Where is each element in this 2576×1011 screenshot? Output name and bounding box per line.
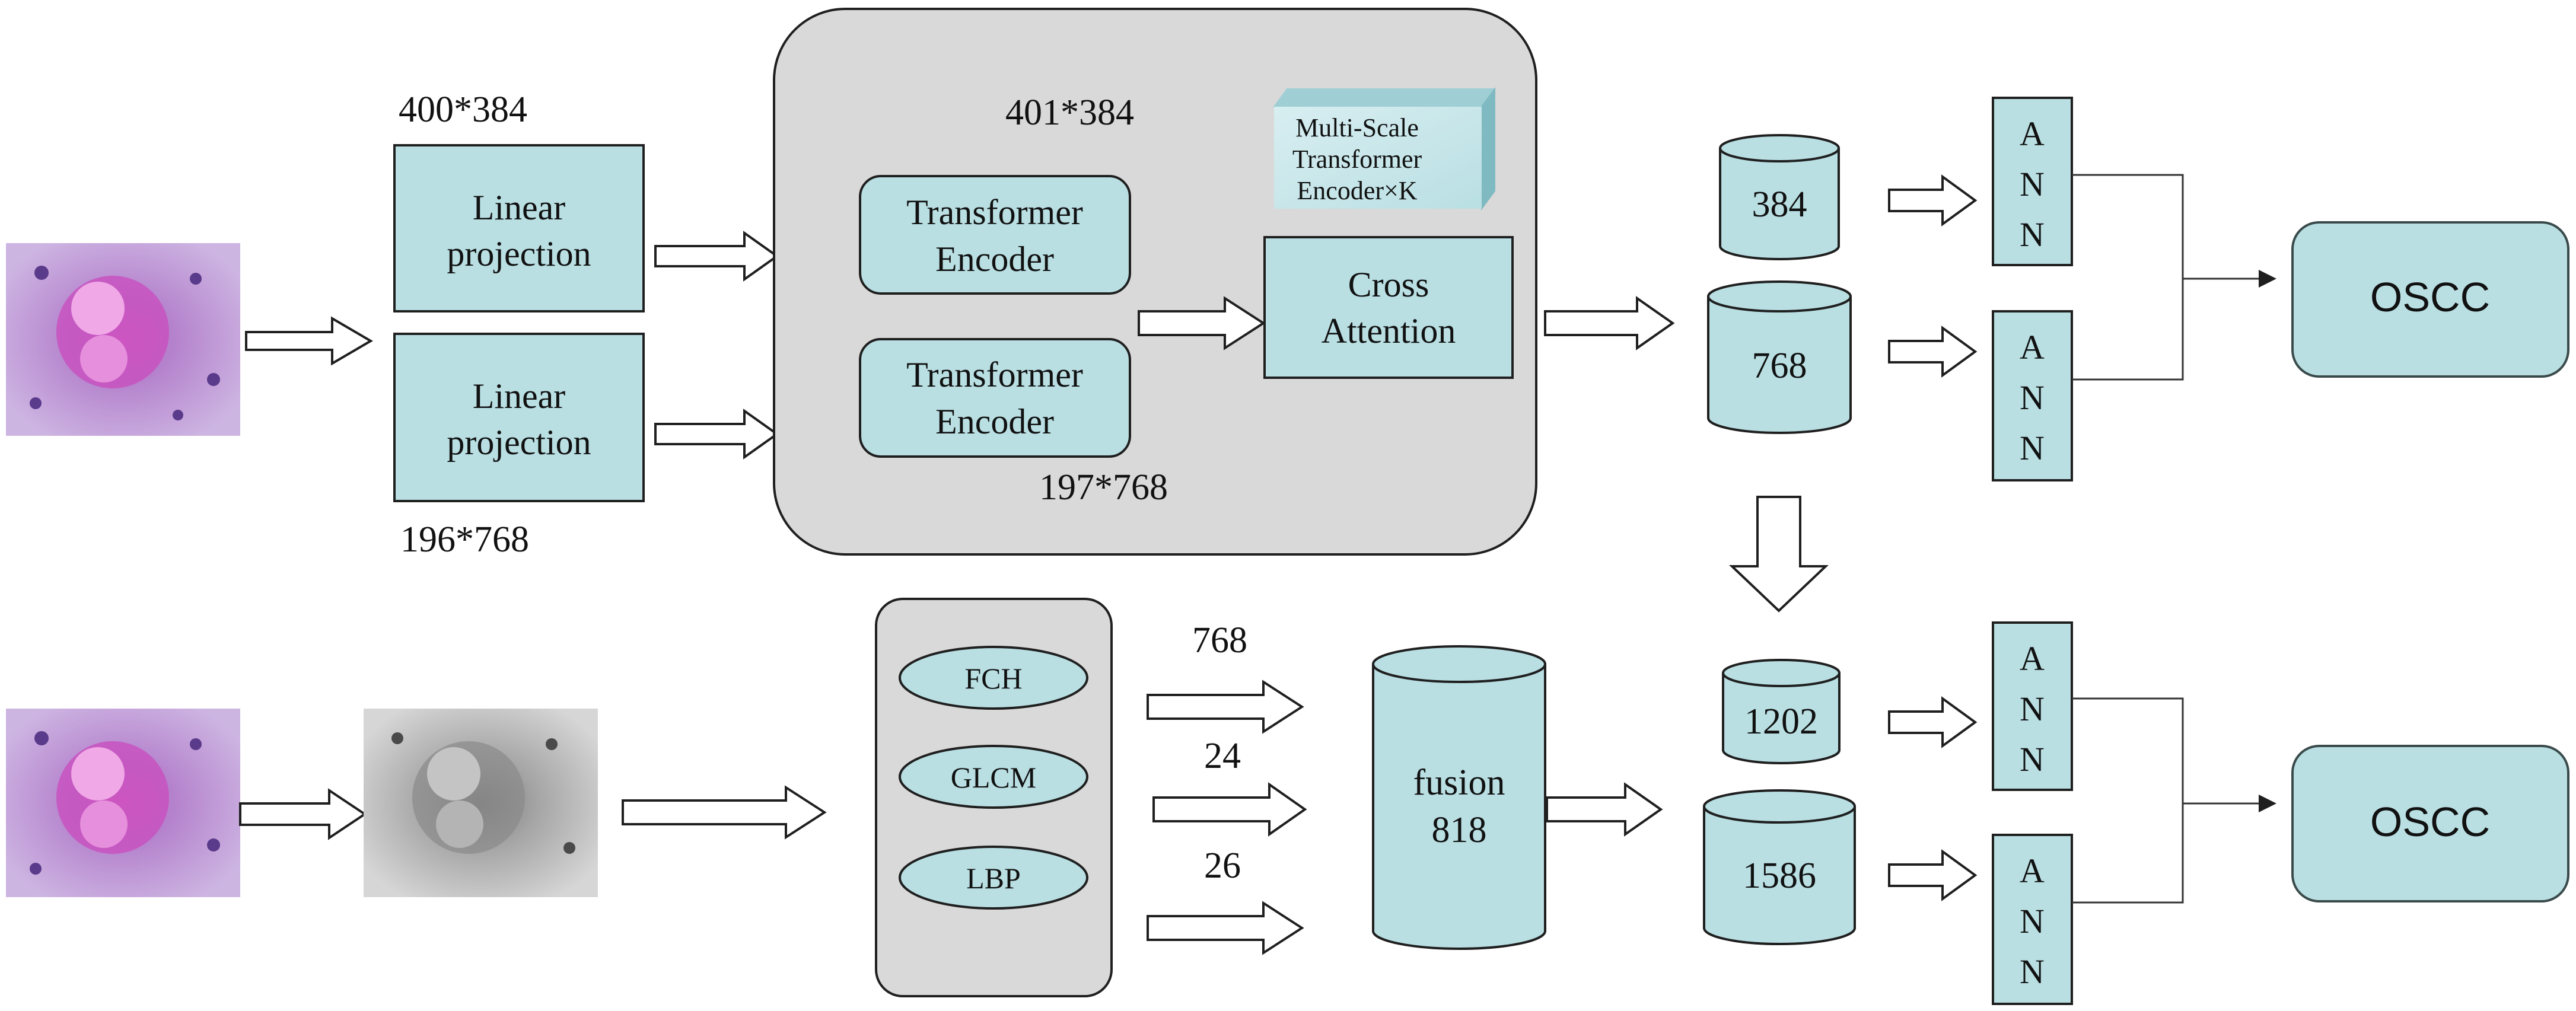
arrow-panel-to-features xyxy=(1544,296,1675,350)
cylinder-1586: 1586 xyxy=(1703,789,1856,945)
dim-label-fch: 768 xyxy=(1192,620,1247,661)
dim-label-lbp: 26 xyxy=(1204,846,1241,886)
dim-label-encoder-top: 401*384 xyxy=(1005,93,1134,133)
svg-text:Multi-Scale: Multi-Scale xyxy=(1295,113,1419,142)
cylinder-1202: 1202 xyxy=(1722,659,1841,764)
svg-text:1202: 1202 xyxy=(1744,701,1818,742)
svg-text:LBP: LBP xyxy=(966,862,1021,895)
dim-label-encoder-bottom: 197*768 xyxy=(1039,467,1168,508)
ann-merge-connector-top xyxy=(2072,174,2276,381)
svg-text:A: A xyxy=(2020,639,2045,678)
svg-text:Linear: Linear xyxy=(473,377,566,416)
svg-text:FCH: FCH xyxy=(964,662,1022,695)
ann-block-3: A N N xyxy=(1992,621,2073,791)
arrow-grayscale-to-features xyxy=(622,785,827,840)
svg-text:Attention: Attention xyxy=(1322,311,1456,350)
ann-block-2: A N N xyxy=(1992,310,2073,481)
transformer-encoder-bottom: Transformer Encoder xyxy=(859,338,1131,458)
svg-text:818: 818 xyxy=(1432,810,1487,850)
svg-text:768: 768 xyxy=(1752,346,1807,386)
feature-glcm: GLCM xyxy=(899,745,1088,809)
feature-fch: FCH xyxy=(899,646,1088,710)
he-image-top xyxy=(6,243,240,436)
linear-projection-bottom: Linear projection xyxy=(393,333,645,502)
svg-text:A: A xyxy=(2020,114,2045,153)
svg-text:N: N xyxy=(2020,165,2045,203)
arrow-linear-top-to-encoder xyxy=(654,231,779,282)
svg-text:N: N xyxy=(2020,215,2045,254)
svg-text:1586: 1586 xyxy=(1743,856,1816,896)
svg-text:Encoder: Encoder xyxy=(935,240,1054,279)
svg-text:fusion: fusion xyxy=(1413,763,1505,803)
arrow-down-to-concatenation xyxy=(1728,496,1829,613)
svg-text:A: A xyxy=(2020,851,2045,890)
svg-text:Cross: Cross xyxy=(1348,265,1429,304)
he-image-bottom xyxy=(6,709,240,897)
arrow-1586-to-ann xyxy=(1888,849,1978,901)
svg-text:384: 384 xyxy=(1752,184,1807,225)
cylinder-384: 384 xyxy=(1719,134,1840,260)
arrow-fch-to-fusion xyxy=(1147,680,1304,734)
ann-block-4: A N N xyxy=(1992,834,2073,1005)
cylinder-fusion-818: fusion 818 xyxy=(1372,645,1546,950)
svg-text:Linear: Linear xyxy=(473,188,566,227)
ann-block-1: A N N xyxy=(1992,97,2073,266)
svg-text:OSCC: OSCC xyxy=(2370,274,2490,320)
arrow-glcm-to-fusion xyxy=(1152,782,1307,837)
svg-text:N: N xyxy=(2020,740,2045,779)
svg-text:projection: projection xyxy=(447,423,591,462)
svg-text:Transformer: Transformer xyxy=(906,355,1083,394)
ann-merge-connector-bottom xyxy=(2072,697,2276,904)
feature-lbp: LBP xyxy=(899,846,1088,910)
dim-label-glcm: 24 xyxy=(1204,736,1241,776)
arrow-fusion-to-concat xyxy=(1546,782,1663,837)
cross-attention-block: Cross Attention xyxy=(1263,236,1514,379)
dim-label-linear-top: 400*384 xyxy=(399,90,527,130)
svg-text:Transformer: Transformer xyxy=(1292,145,1422,174)
cylinder-768: 768 xyxy=(1707,280,1852,434)
multi-scale-transformer-encoder-box: Multi-Scale Transformer Encoder×K xyxy=(1273,87,1496,211)
svg-text:A: A xyxy=(2020,328,2045,366)
arrow-1202-to-ann xyxy=(1888,696,1978,748)
svg-text:N: N xyxy=(2020,690,2045,728)
oscc-output-top: OSCC xyxy=(2291,221,2569,378)
arrow-lbp-to-fusion xyxy=(1147,901,1304,955)
svg-text:projection: projection xyxy=(447,234,591,273)
grayscale-image xyxy=(364,709,598,897)
svg-text:N: N xyxy=(2020,902,2045,940)
oscc-output-bottom: OSCC xyxy=(2291,745,2569,902)
transformer-encoder-top: Transformer Encoder xyxy=(859,175,1131,295)
arrow-image-to-linear xyxy=(245,316,373,366)
svg-text:Encoder×K: Encoder×K xyxy=(1297,176,1417,205)
arrow-linear-bottom-to-encoder xyxy=(654,409,779,460)
svg-text:N: N xyxy=(2020,378,2045,417)
linear-projection-top: Linear projection xyxy=(393,144,645,312)
dim-label-linear-bottom: 196*768 xyxy=(400,519,529,560)
arrow-384-to-ann xyxy=(1888,174,1978,227)
arrow-768-to-ann xyxy=(1888,326,1978,378)
svg-text:GLCM: GLCM xyxy=(951,761,1036,794)
arrow-image-to-grayscale xyxy=(239,788,367,840)
arrow-encoder-to-cross-attention xyxy=(1138,296,1266,350)
svg-text:N: N xyxy=(2020,952,2045,991)
svg-text:OSCC: OSCC xyxy=(2370,799,2490,845)
svg-text:N: N xyxy=(2020,429,2045,467)
svg-text:Transformer: Transformer xyxy=(906,193,1083,232)
svg-text:Encoder: Encoder xyxy=(935,402,1054,441)
